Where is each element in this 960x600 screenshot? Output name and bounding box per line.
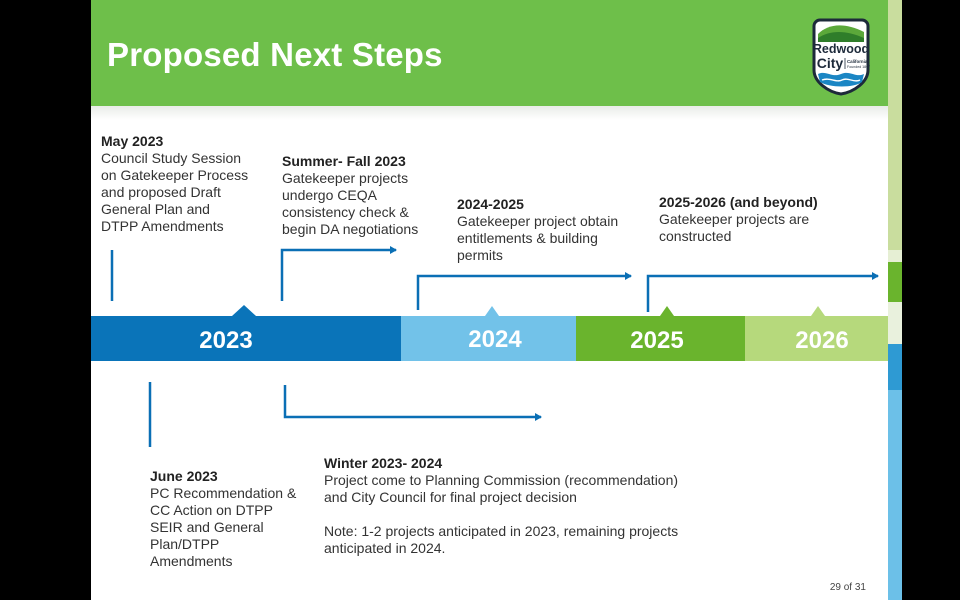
timeline-graphic: 2023 2024 2025 2026	[91, 246, 888, 447]
page-number: 29 of 31	[829, 582, 866, 593]
milestone-body: PC Recommendation & CC Action on DTPP SE…	[150, 485, 297, 569]
milestone-body: Gatekeeper project obtain entitlements &…	[457, 213, 619, 263]
timeline-segment-2024	[401, 316, 576, 361]
arrow-2024-2025	[416, 272, 632, 310]
arrow-summer-fall-2023	[280, 246, 397, 301]
timeline-segment-2026	[745, 316, 888, 361]
milestone-heading: 2025-2026 (and beyond)	[659, 194, 818, 210]
milestone-note: Note: 1-2 projects anticipated in 2023, …	[324, 523, 679, 556]
milestone-body: Gatekeeper projects undergo CEQA consist…	[282, 170, 419, 237]
right-edge-decoration	[888, 0, 902, 600]
timeline-marker-2023	[232, 305, 256, 316]
timeline-marker-2026	[811, 306, 825, 316]
timeline-marker-2024	[485, 306, 499, 316]
milestone-heading: May 2023	[101, 133, 164, 149]
redwood-city-logo: Redwood City California Founded 1867	[812, 18, 870, 96]
logo-word-city: City	[817, 55, 844, 71]
timeline-year-2024: 2024	[468, 326, 522, 353]
milestone-2024-2025: 2024-2025 Gatekeeper project obtain enti…	[457, 196, 618, 264]
milestone-june-2023: June 2023 PC Recommendation & CC Action …	[150, 468, 296, 570]
milestone-may-2023: May 2023 Council Study Session on Gateke…	[101, 133, 248, 235]
milestone-body: Project come to Planning Commission (rec…	[324, 472, 679, 505]
header-shadow	[91, 106, 888, 120]
milestone-body: Council Study Session on Gatekeeper Proc…	[101, 150, 249, 234]
milestone-heading: Summer- Fall 2023	[282, 153, 406, 169]
timeline-year-2026: 2026	[795, 327, 848, 354]
timeline-marker-2025	[660, 306, 674, 316]
milestone-2025-2026: 2025-2026 (and beyond) Gatekeeper projec…	[659, 194, 818, 245]
logo-tag-california: California	[847, 59, 868, 64]
milestone-heading: 2024-2025	[457, 196, 524, 212]
arrow-2025-2026	[646, 272, 879, 312]
logo-tag-founded: Founded 1867	[847, 65, 870, 69]
milestone-winter-2023-2024: Winter 2023- 2024 Project come to Planni…	[324, 455, 678, 557]
slide: Proposed Next Steps Redwood City Califor…	[91, 0, 888, 600]
timeline-year-2025: 2025	[630, 327, 683, 354]
timeline-year-2023: 2023	[199, 327, 252, 354]
slide-header	[91, 0, 888, 106]
timeline-segment-2023	[91, 316, 401, 361]
timeline-segment-2025	[576, 316, 745, 361]
milestone-heading: Winter 2023- 2024	[324, 455, 443, 471]
milestone-summer-fall-2023: Summer- Fall 2023 Gatekeeper projects un…	[282, 153, 418, 238]
slide-title: Proposed Next Steps	[107, 36, 443, 73]
milestone-heading: June 2023	[150, 468, 218, 484]
logo-word-redwood: Redwood	[813, 42, 869, 56]
arrow-winter-2023-2024	[283, 385, 542, 421]
milestone-body: Gatekeeper projects are constructed	[659, 211, 810, 244]
